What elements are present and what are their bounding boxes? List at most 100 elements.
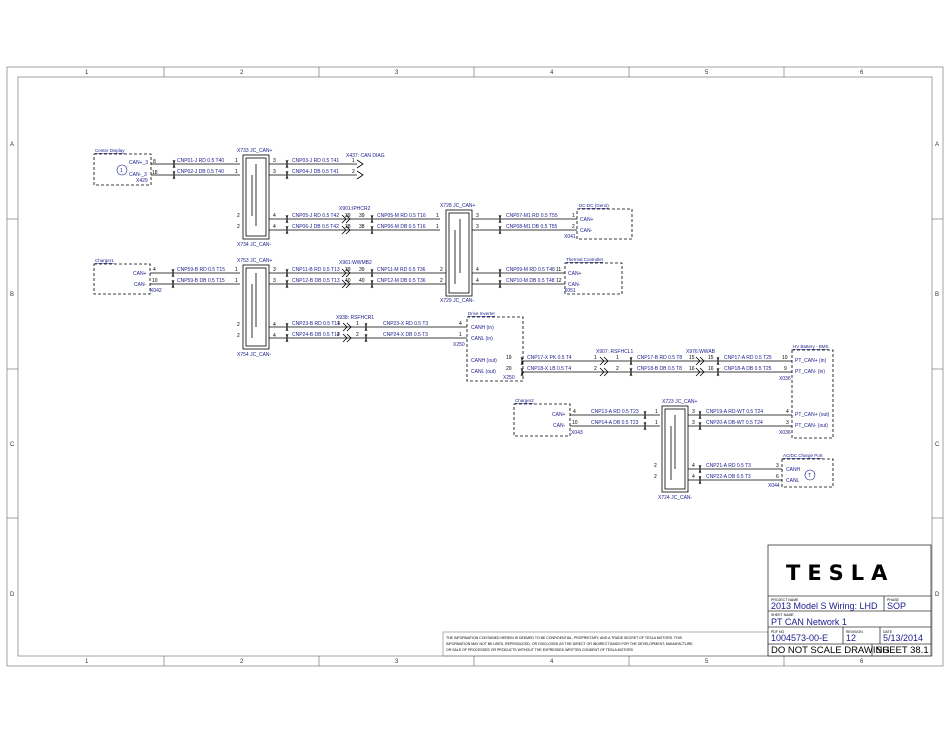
svg-text:CAN-: CAN- [134, 282, 147, 288]
twisted-pair-icon [364, 322, 368, 343]
pin-number: 3 [273, 158, 276, 164]
pin-number: 12 [556, 278, 562, 284]
charger2-module[interactable]: Charger2 CAN+ CAN- X043 [513, 398, 583, 437]
svg-text:INFORMATION MAY NOT BE USED, R: INFORMATION MAY NOT BE USED, REPRODUCED,… [446, 642, 693, 646]
svg-text:2: 2 [616, 366, 619, 372]
row-label: C [935, 442, 940, 448]
pin-number: 1 [436, 224, 439, 230]
wire-label: CNP14-A DB 0.5 T23 [591, 420, 639, 426]
inline-connector-x976[interactable]: X976:WWAB 15 16 15 16 [686, 349, 716, 377]
svg-text:40: 40 [359, 278, 365, 284]
pin-number: 3 [692, 409, 695, 415]
wire-label: CNP19-A RD-WT 0.5 T24 [706, 409, 763, 415]
svg-text:15: 15 [708, 355, 714, 361]
column-label: 1 [85, 70, 89, 76]
svg-text:X753 JC_CAN+: X753 JC_CAN+ [237, 258, 273, 264]
pin-number: 4 [476, 278, 479, 284]
pin-number: 18 [152, 170, 158, 176]
pin-number: 3 [273, 169, 276, 175]
connector-ref-icon [116, 164, 128, 176]
row-label: A [10, 142, 14, 148]
hv-battery-bms-module[interactable]: HV Battery - BMS PT_CAN+ (in) PT_CAN- (i… [779, 344, 834, 439]
splice-x733[interactable]: X733 JC_CAN+ X734 JC_CAN- [237, 148, 273, 248]
dc-dc-module[interactable]: DC-DC (Gen2) CAN+ CAN- X041 [564, 203, 633, 240]
charger1-module[interactable]: Charger1 CAN+ CAN- X042 [93, 258, 162, 295]
twisted-pair-icon [520, 356, 524, 377]
svg-text:X051: X051 [564, 288, 576, 294]
inline-connector-x938[interactable]: X938: RSFHCR1 1 2 1 2 [336, 315, 374, 343]
frame-column-labels: 1 2 3 4 5 6 1 2 3 4 5 6 [85, 70, 864, 665]
twisted-pair-icon [629, 356, 633, 377]
column-label: 5 [705, 70, 709, 76]
svg-text:CAN+_3: CAN+_3 [129, 160, 148, 166]
wire-pair [150, 272, 240, 285]
svg-text:X754 JC_CAN-: X754 JC_CAN- [237, 352, 272, 358]
pin-number: 2 [654, 463, 657, 469]
svg-text:X036: X036 [779, 376, 791, 382]
wire-label: CNP22-A DB 0.5 T3 [706, 474, 751, 480]
splice-x723[interactable]: X723 JC_CAN+ X724 JC_CAN- [658, 399, 698, 501]
column-label: 4 [550, 70, 554, 76]
wire-label: CNP18-A DB 0.5 T25 [724, 366, 772, 372]
svg-text:AC/DC Charge Port: AC/DC Charge Port [783, 453, 823, 458]
column-label: 3 [395, 70, 399, 76]
pin-number: 9 [784, 366, 787, 372]
svg-text:X724 JC_CAN-: X724 JC_CAN- [658, 495, 693, 501]
pin-number: 4 [153, 267, 156, 273]
svg-text:X729 JC_CAN-: X729 JC_CAN- [440, 298, 475, 304]
wire-label: CNP01-J RD 0.5 T40 [177, 158, 224, 164]
twisted-pair-icon [285, 159, 289, 235]
inline-connector-x907[interactable]: X907: RSFHCL1 1 2 1 2 [594, 349, 633, 377]
inline-connector-x961[interactable]: X961:WWMB2 39 40 39 40 [339, 260, 372, 289]
pin-number: 4 [273, 333, 276, 339]
wire-pair [472, 218, 577, 231]
svg-text:CANL (in): CANL (in) [471, 336, 493, 342]
date-value: 5/13/2014 [883, 633, 923, 643]
svg-text:Center Display: Center Display [95, 148, 125, 153]
pin-number: 3 [476, 224, 479, 230]
pin-number: 19 [506, 355, 512, 361]
svg-text:2: 2 [594, 366, 597, 372]
diag-connector[interactable]: X437: CAN DIAG 1 2 [346, 153, 385, 180]
svg-text:16: 16 [708, 366, 714, 372]
svg-text:CAN+: CAN+ [568, 271, 582, 277]
wire-label: CNP17-X PK 0.5 T4 [527, 355, 572, 361]
wire-label: CNP02-J DB 0.5 T40 [177, 169, 224, 175]
twisted-pair-icon [643, 410, 647, 431]
pin-number: 2 [237, 333, 240, 339]
svg-text:40: 40 [345, 278, 351, 284]
twisted-pair-icon [172, 159, 176, 180]
twisted-pair-icon [171, 268, 175, 289]
ac-dc-charge-port-module[interactable]: AC/DC Charge Port CANH CANL T X044 [768, 453, 834, 489]
center-display-module[interactable]: Center Display 1 CAN+_3 CAN-_3 X429 [93, 148, 152, 186]
svg-text:CAN+: CAN+ [552, 412, 566, 418]
splice-x728[interactable]: X728 JC_CAN+ X729 JC_CAN- [440, 203, 476, 304]
pin-number: 1 [459, 332, 462, 338]
wire-label: CNP04-J DB 0.5 T41 [292, 169, 339, 175]
svg-text:X907: RSFHCL1: X907: RSFHCL1 [596, 349, 633, 355]
pin-number: 4 [692, 463, 695, 469]
svg-text:PT_CAN- (out): PT_CAN- (out) [795, 423, 828, 429]
splice-x753[interactable]: X753 JC_CAN+ X754 JC_CAN- [237, 258, 273, 358]
wire-label: CNP18-B DB 0.5 T8 [637, 366, 682, 372]
revision-value: 12 [846, 633, 856, 643]
row-label: C [10, 442, 15, 448]
column-label: 2 [240, 70, 244, 76]
wire-label: CNP09-M RD 0.5 T48 [506, 267, 555, 273]
svg-text:1: 1 [352, 158, 355, 164]
drive-inverter-module[interactable]: Drive Inverter CANH (in) CANL (in) CANH … [453, 311, 524, 382]
wire-label: CNP23-X RD 0.5 T3 [383, 321, 428, 327]
column-label: 2 [240, 659, 244, 665]
pin-number: 4 [692, 474, 695, 480]
inline-connector-x901[interactable]: X901:IPHCR2 39 38 39 38 [339, 206, 371, 235]
wire-label: CNP05-M RD 0.5 T16 [377, 213, 426, 219]
column-label: 4 [550, 659, 554, 665]
wire-pair [269, 163, 440, 231]
svg-text:CAN-: CAN- [553, 423, 566, 429]
svg-text:X976:WWAB: X976:WWAB [686, 349, 716, 355]
thermal-controller-module[interactable]: Thermal Controller CAN+ CAN- X051 [564, 257, 623, 295]
pin-number: 1 [235, 267, 238, 273]
svg-text:Drive Inverter: Drive Inverter [468, 311, 496, 316]
connector-ref-icon [804, 469, 816, 481]
svg-text:1: 1 [337, 321, 340, 327]
